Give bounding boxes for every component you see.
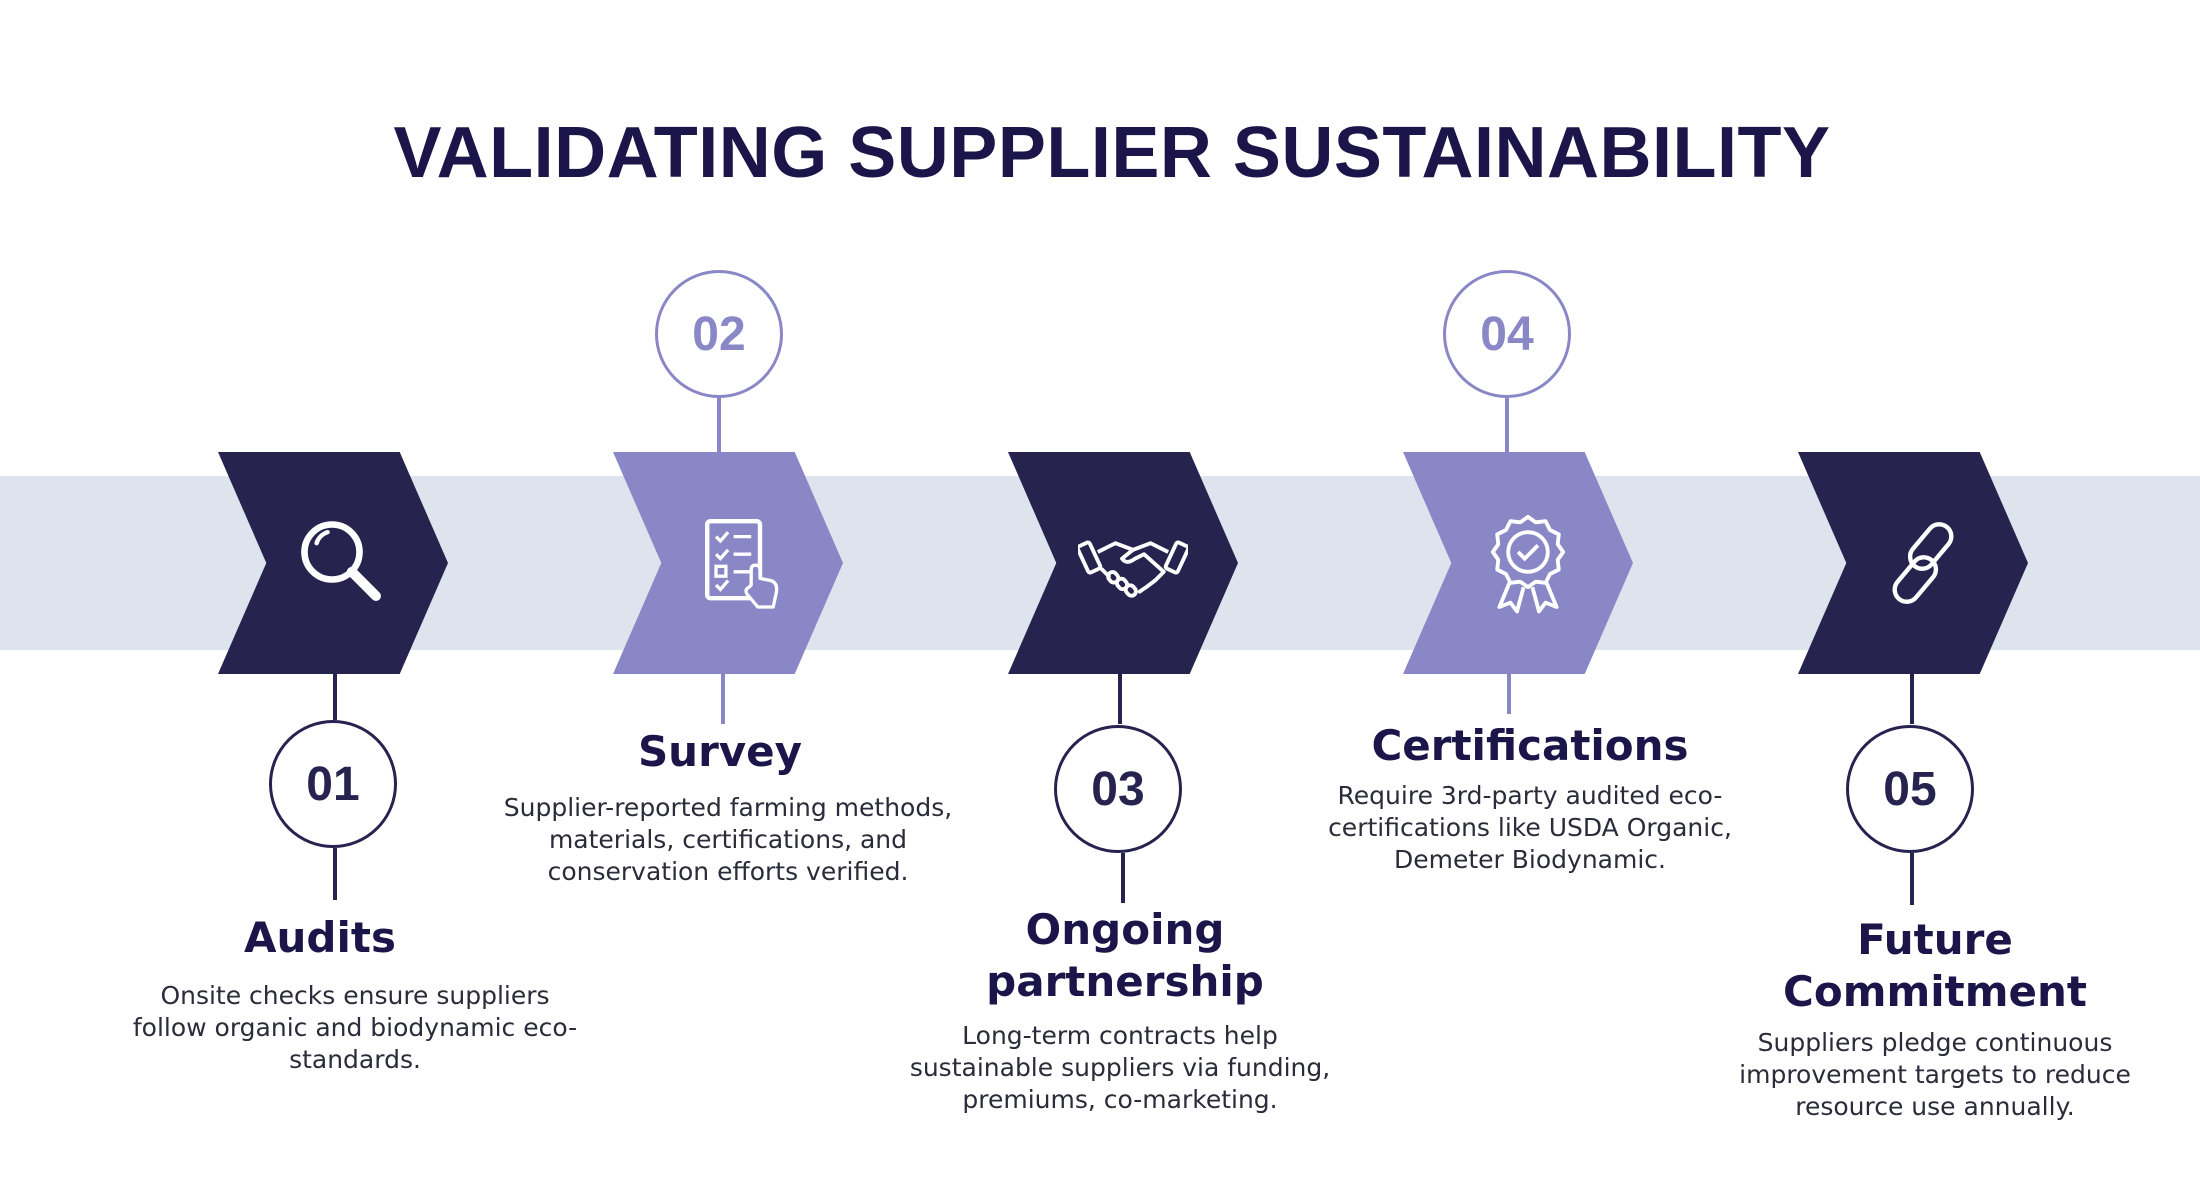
step-3-number: 03: [1091, 762, 1145, 816]
step-3-connector-bottom: [1121, 853, 1125, 903]
step-1-title: Audits: [244, 913, 396, 962]
step-3-description: Long-term contracts help sustainable sup…: [909, 1021, 1331, 1114]
step-4-title: Certifications: [1371, 721, 1689, 770]
chain-link-icon: [1892, 522, 1954, 604]
step-2-title: Survey: [637, 727, 803, 776]
step-4-number-circle: 04: [1443, 270, 1571, 398]
step-5-number: 05: [1883, 762, 1937, 816]
step-5-title: Future Commitment: [1783, 915, 2087, 1016]
handshake-icon: [1078, 540, 1188, 598]
step-1-number: 01: [306, 757, 360, 811]
step-3-number-circle: 03: [1054, 725, 1182, 853]
magnifier-icon: [301, 521, 381, 601]
step-5-number-circle: 05: [1846, 725, 1974, 853]
step-1-connector-bottom: [333, 848, 337, 900]
step-1-number-circle: 01: [269, 720, 397, 848]
step-2-connector-top: [717, 398, 721, 452]
step-5-connector-top: [1910, 674, 1914, 724]
step-5-description: Suppliers pledge continuous improvement …: [1739, 1028, 2131, 1121]
step-1-connector-top: [333, 674, 337, 720]
page-title: VALIDATING SUPPLIER SUSTAINABILITY: [393, 113, 1831, 193]
step-4-description: Require 3rd-party audited eco-certificat…: [1328, 781, 1732, 874]
step-3-title: Ongoing partnership: [986, 905, 1264, 1006]
step-2-description: Supplier-reported farming methods, mater…: [503, 793, 953, 886]
step-2-connector-bottom: [721, 674, 725, 724]
step-4-connector-bottom: [1507, 674, 1511, 714]
checklist-icon: [705, 519, 779, 609]
step-3-connector-top: [1118, 674, 1122, 724]
award-badge-icon: [1490, 514, 1566, 614]
step-2-number: 02: [692, 307, 746, 361]
step-5-connector-bottom: [1910, 853, 1914, 905]
step-4-connector-top: [1505, 398, 1509, 452]
step-4-number: 04: [1480, 307, 1534, 361]
step-2-number-circle: 02: [655, 270, 783, 398]
step-1-description: Onsite checks ensure suppliers follow or…: [132, 981, 578, 1074]
